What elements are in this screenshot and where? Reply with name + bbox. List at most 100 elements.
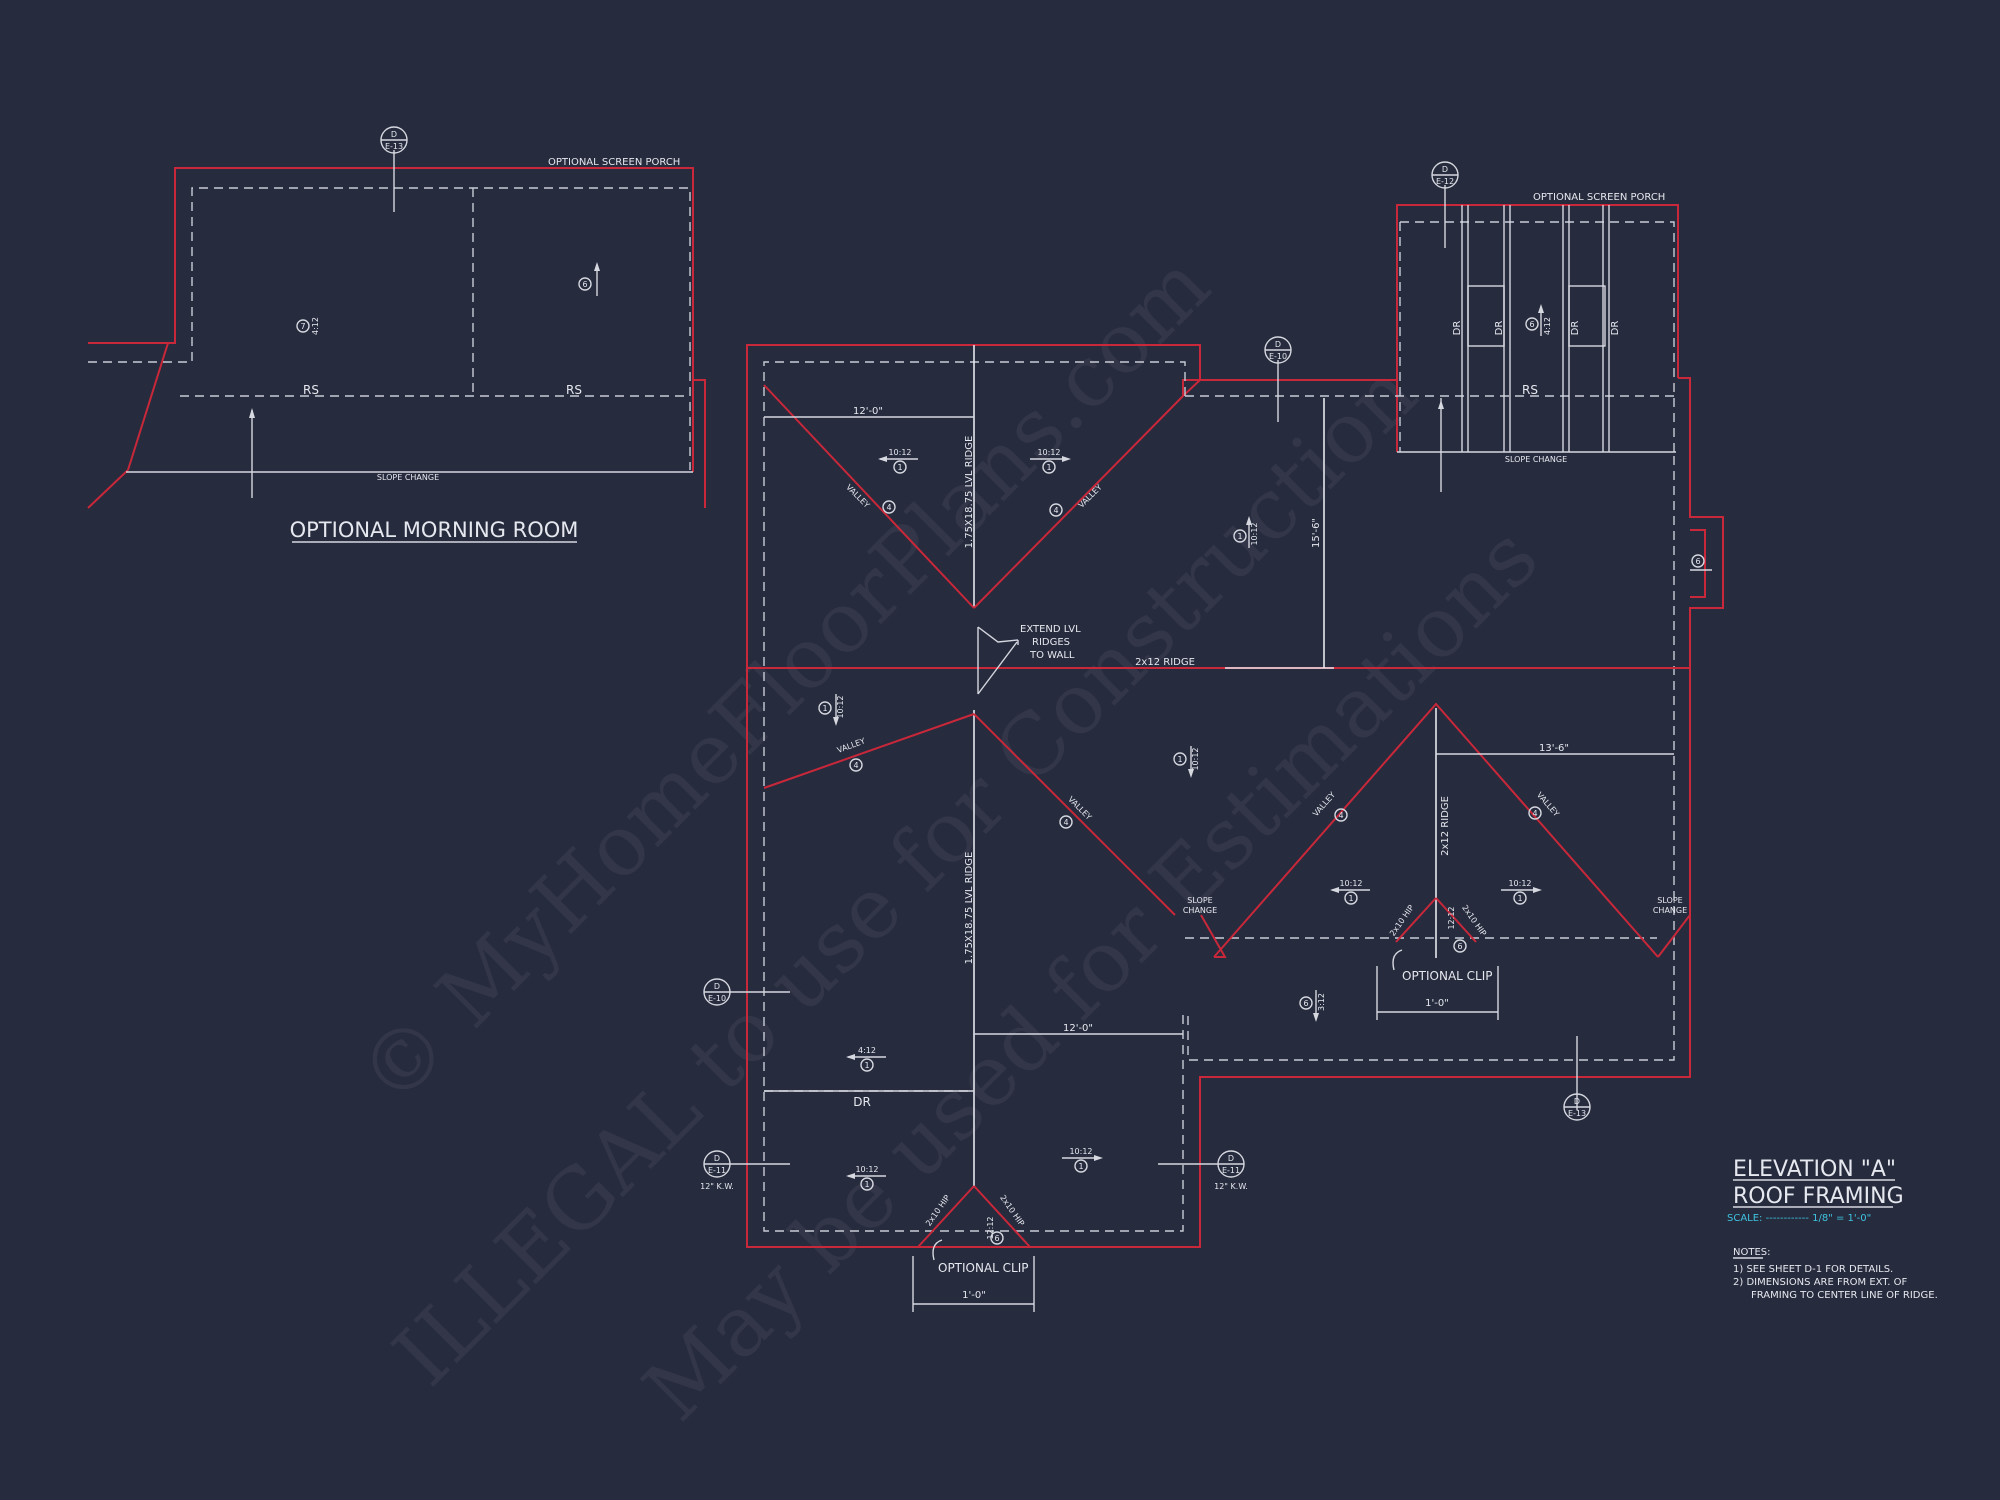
svg-text:7: 7 <box>300 322 305 331</box>
svg-text:E-10: E-10 <box>708 994 726 1003</box>
hip-line <box>917 1185 975 1248</box>
section-marker-sheet: E-13 <box>385 142 403 151</box>
rs-label-right: RS <box>566 383 582 397</box>
svg-text:CHANGE: CHANGE <box>1653 906 1687 915</box>
svg-text:10:12: 10:12 <box>1508 879 1531 888</box>
svg-text:1'-0": 1'-0" <box>1425 998 1449 1009</box>
svg-text:4: 4 <box>1063 818 1068 827</box>
dim-15-6: 15'-6" <box>1311 518 1322 548</box>
svg-text:E-10: E-10 <box>1269 352 1287 361</box>
svg-text:12:12: 12:12 <box>1447 906 1456 929</box>
svg-text:1: 1 <box>1237 532 1242 541</box>
title-block: ELEVATION "A" ROOF FRAMING SCALE: ------… <box>1727 1157 1938 1301</box>
dim-12ft-top: 12'-0" <box>853 406 883 417</box>
svg-text:10:12: 10:12 <box>1191 747 1200 770</box>
svg-text:10:12: 10:12 <box>1069 1147 1092 1156</box>
screen-porch-wall <box>1396 204 1679 452</box>
notes-heading: NOTES: <box>1733 1247 1771 1258</box>
svg-text:D: D <box>714 982 720 991</box>
svg-text:4: 4 <box>1053 506 1058 515</box>
screen-porch-label: OPTIONAL SCREEN PORCH <box>548 157 680 168</box>
pitch-tag-6 <box>578 277 592 291</box>
svg-text:1: 1 <box>864 1180 869 1189</box>
note-1: 1) SEE SHEET D-1 FOR DETAILS. <box>1733 1264 1893 1275</box>
pitch-tag-7 <box>296 319 310 333</box>
screen-porch-label-right: OPTIONAL SCREEN PORCH <box>1533 192 1665 203</box>
svg-text:D: D <box>714 1154 720 1163</box>
svg-text:10:12: 10:12 <box>1250 522 1259 545</box>
main-exterior-wall <box>746 344 1724 1248</box>
svg-text:3:12: 3:12 <box>1317 993 1326 1011</box>
note-2-cont: FRAMING TO CENTER LINE OF RIDGE. <box>1751 1290 1938 1301</box>
rs-label-left: RS <box>303 383 319 397</box>
morning-room-plan: D E-13 OPTIONAL SCREEN PORCH RS RS SLOPE… <box>87 126 706 543</box>
optional-clip-label-right: OPTIONAL CLIP <box>1402 969 1493 983</box>
valley-line <box>763 384 975 609</box>
svg-text:10:12: 10:12 <box>1037 448 1060 457</box>
svg-text:E-12: E-12 <box>1436 177 1454 186</box>
note-2: 2) DIMENSIONS ARE FROM EXT. OF <box>1733 1277 1908 1288</box>
svg-text:12" K.W.: 12" K.W. <box>700 1182 734 1191</box>
svg-text:D: D <box>1275 340 1281 349</box>
valley-line <box>973 713 1176 916</box>
svg-text:1: 1 <box>897 463 902 472</box>
svg-text:E-13: E-13 <box>1568 1109 1586 1118</box>
slope-change-label: SLOPE CHANGE <box>377 473 439 482</box>
main-roof-plan <box>746 344 1724 1248</box>
svg-text:DR: DR <box>1610 321 1621 336</box>
svg-text:1: 1 <box>1348 894 1353 903</box>
section-markers: D E-10 D E-11 12" K.W. D E-11 12" K.W. D… <box>700 336 1591 1191</box>
dim-12ft-mid: 12'-0" <box>1063 1023 1093 1034</box>
svg-text:1'-0": 1'-0" <box>962 1290 986 1301</box>
svg-text:6: 6 <box>1695 557 1700 566</box>
valley-line <box>763 713 975 789</box>
dr-label: DR <box>853 1095 871 1109</box>
svg-text:E-11: E-11 <box>1222 1166 1240 1175</box>
svg-text:SLOPE CHANGE: SLOPE CHANGE <box>1505 455 1567 464</box>
svg-text:RIDGES: RIDGES <box>1032 637 1070 648</box>
svg-text:12:12: 12:12 <box>986 1216 995 1239</box>
pitch-4-12: 4:12 <box>311 317 320 335</box>
svg-text:SLOPE: SLOPE <box>1657 896 1682 905</box>
svg-text:2x10 HIP: 2x10 HIP <box>1460 903 1488 938</box>
svg-text:6: 6 <box>1303 999 1308 1008</box>
svg-text:6: 6 <box>582 280 587 289</box>
svg-text:D: D <box>1442 165 1448 174</box>
svg-text:10:12: 10:12 <box>836 695 845 718</box>
svg-text:DR: DR <box>1494 321 1505 336</box>
svg-text:6: 6 <box>994 1234 999 1243</box>
svg-text:VALLEY: VALLEY <box>836 736 867 755</box>
morning-room-angled-wall <box>127 342 169 471</box>
svg-text:VALLEY: VALLEY <box>1077 483 1104 510</box>
morning-room-wall <box>88 167 694 472</box>
svg-text:CHANGE: CHANGE <box>1183 906 1217 915</box>
screen-porch-plan: DR DR DR DR 6 4:12 RS SLOPE CHANGE OPTIO… <box>1185 161 1679 492</box>
svg-text:1: 1 <box>822 704 827 713</box>
svg-text:10:12: 10:12 <box>1339 879 1362 888</box>
svg-text:1: 1 <box>1078 1162 1083 1171</box>
svg-text:E-11: E-11 <box>708 1166 726 1175</box>
svg-text:1: 1 <box>1517 894 1522 903</box>
svg-text:SLOPE: SLOPE <box>1187 896 1212 905</box>
svg-text:VALLEY: VALLEY <box>844 483 871 510</box>
dr-rafters <box>1461 205 1610 452</box>
svg-text:1: 1 <box>864 1061 869 1070</box>
extend-note: EXTEND LVL <box>1020 624 1081 635</box>
rs-label: RS <box>1522 383 1538 397</box>
ridge-2x12-label: 2x12 RIDGE <box>1135 657 1195 668</box>
svg-text:4: 4 <box>1532 809 1537 818</box>
svg-text:2x10 HIP: 2x10 HIP <box>998 1193 1026 1228</box>
lvl-ridge-label: 1.75X18.75 LVL RIDGE <box>964 436 975 549</box>
dim-13-6: 13'-6" <box>1539 743 1569 754</box>
svg-text:6: 6 <box>1529 320 1534 329</box>
svg-text:10:12: 10:12 <box>855 1165 878 1174</box>
svg-text:DR: DR <box>1452 321 1463 336</box>
svg-text:4:12: 4:12 <box>1543 317 1552 335</box>
hip-line <box>973 1185 1031 1248</box>
svg-text:DR: DR <box>1570 321 1581 336</box>
svg-text:4: 4 <box>886 503 891 512</box>
svg-text:10:12: 10:12 <box>888 448 911 457</box>
lvl-ridge-label: 1.75X18.75 LVL RIDGE <box>964 852 975 965</box>
svg-text:6: 6 <box>1457 942 1462 951</box>
